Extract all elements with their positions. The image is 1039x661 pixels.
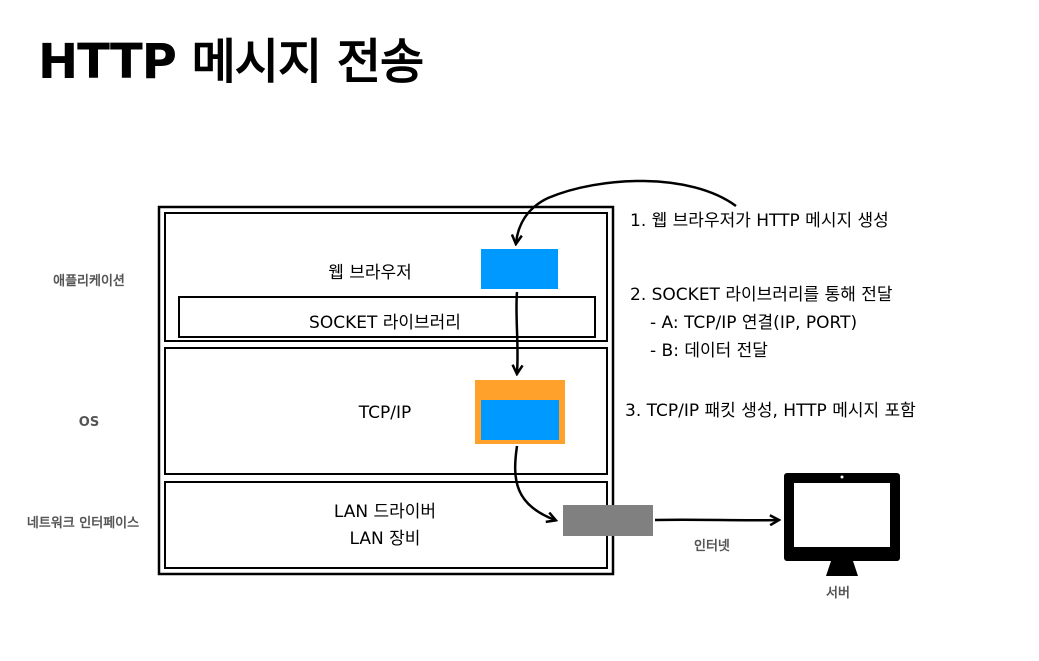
layer-label-os: OS	[78, 415, 100, 430]
layer-label-network-interface: 네트워크 인터페이스	[26, 516, 140, 531]
arrow-step1	[516, 179, 737, 243]
application-layer-box	[164, 212, 608, 342]
arrow-lan-to-server	[654, 520, 778, 521]
arrow-browser-to-tcpip	[516, 291, 517, 373]
step-2a-text: - A: TCP/IP 연결(IP, PORT)	[650, 313, 858, 333]
packet-http-message-block	[481, 400, 559, 440]
server-label: 서버	[826, 586, 850, 601]
lan-driver-label: LAN 드라이버	[333, 502, 437, 522]
http-message-block	[481, 249, 558, 289]
socket-library-box	[178, 296, 596, 338]
step-3-text: 3. TCP/IP 패킷 생성, HTTP 메시지 포함	[625, 401, 916, 421]
socket-library-label: SOCKET 라이브러리	[309, 313, 461, 333]
internet-label: 인터넷	[694, 539, 730, 554]
server-monitor-icon	[784, 473, 900, 576]
layer-label-application: 애플리케이션	[53, 274, 125, 289]
step-1-text: 1. 웹 브라우저가 HTTP 메시지 생성	[630, 211, 889, 231]
step-2-text: 2. SOCKET 라이브러리를 통해 전달 - A: TCP/IP 연결(IP…	[630, 281, 893, 365]
os-layer-box	[164, 347, 608, 475]
lan-device-label: LAN 장비	[349, 529, 421, 549]
web-browser-label: 웹 브라우저	[328, 263, 412, 283]
page-title: HTTP 메시지 전송	[38, 34, 424, 90]
step-2b-text: - B: 데이터 전달	[650, 341, 768, 361]
lan-transmit-block	[563, 505, 653, 536]
arrow-tcpip-to-lan	[513, 445, 555, 520]
step-2-title: 2. SOCKET 라이브러리를 통해 전달	[630, 285, 893, 305]
tcpip-label: TCP/IP	[358, 403, 412, 423]
stack-outer-frame	[157, 205, 615, 576]
